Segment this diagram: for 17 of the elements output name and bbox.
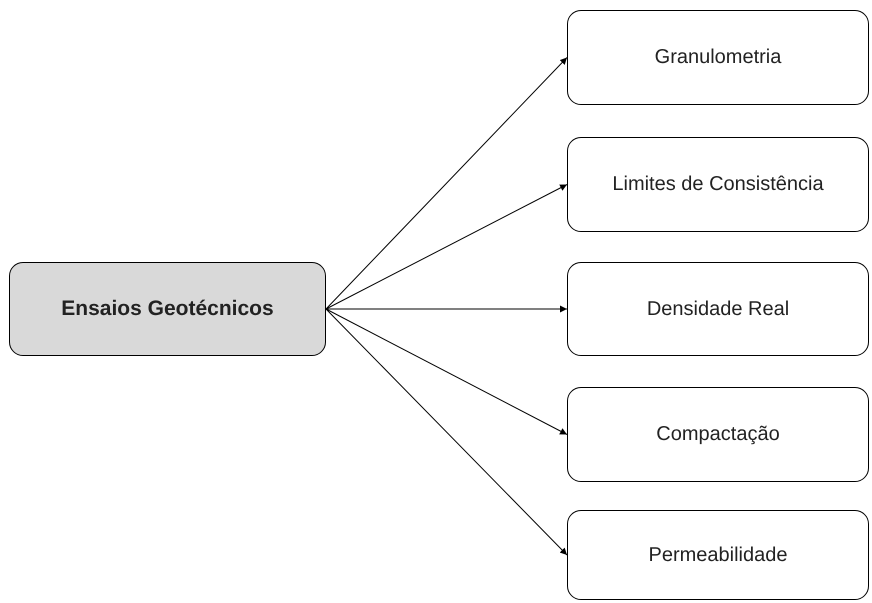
node-label: Granulometria (654, 46, 782, 69)
process-box (567, 10, 869, 105)
node-label: Limites de Consistência (611, 173, 825, 196)
process-box (567, 262, 869, 356)
node-label: Permeabilidade (648, 544, 788, 566)
node-label: Compactação (655, 423, 781, 446)
process-box (567, 510, 869, 600)
arrow (326, 57, 568, 310)
node-label: Densidade Real (646, 298, 790, 320)
arrow (326, 308, 568, 435)
arrow (326, 184, 568, 310)
arrow (326, 308, 568, 556)
process-box (567, 137, 869, 232)
root-box (9, 262, 326, 356)
arrow (326, 306, 568, 312)
node-label: Ensaios Geotécnicos (60, 297, 275, 321)
process-box (567, 387, 869, 482)
